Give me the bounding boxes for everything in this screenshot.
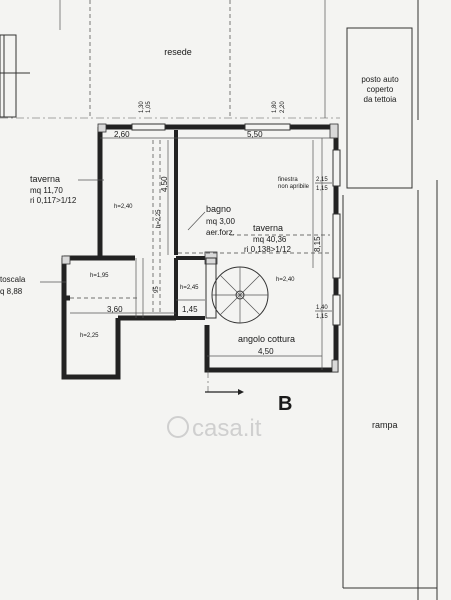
finestra-label-2: non apribile <box>278 184 310 190</box>
dim-window1-bottom: 1,05 <box>146 101 152 113</box>
carport-label-line2: coperto <box>367 85 394 94</box>
dim-window2-top: 1,80 <box>272 101 278 113</box>
taverna-main-name: taverna <box>253 223 283 233</box>
site-lines <box>0 0 438 600</box>
dim-finestra-bottom: 1,15 <box>316 186 328 192</box>
carport-label-line1: posto auto <box>361 75 399 84</box>
resede-label: resede <box>164 47 192 57</box>
height-labels: h=2,40 h=1,95 h=2,25 h=2,45 h=2,40 h=2,2… <box>80 204 295 339</box>
walls <box>61 124 339 380</box>
dim-260: 2,60 <box>114 130 130 139</box>
dim-window3-top: 1,40 <box>316 305 328 311</box>
interior-lines <box>70 140 330 318</box>
bagno-name: bagno <box>206 204 231 214</box>
spiral-staircase <box>205 257 269 324</box>
dim-450-horizontal: 4,50 <box>258 347 274 356</box>
dim-finestra-top: 2,15 <box>316 177 328 183</box>
taverna-left-mq: mq 11,70 <box>30 186 63 195</box>
bagno-aer: aer.forz. <box>206 228 235 237</box>
section-label: B <box>278 393 292 415</box>
dim-360: 3,60 <box>107 305 123 314</box>
taverna-left-ri: ri 0,117>1/12 <box>30 196 77 205</box>
windows <box>131 123 341 326</box>
height-sottoscala-bottom: h=2,25 <box>80 333 99 339</box>
height-sottoscala-top: h=1,95 <box>90 273 109 279</box>
dim-550: 5,50 <box>247 130 263 139</box>
sottoscala-name: toscala <box>0 275 26 284</box>
dim-815: 8,15 <box>313 236 322 252</box>
carport-label-line3: da tettoia <box>364 95 397 104</box>
rampa-label: rampa <box>372 420 398 430</box>
room-labels: taverna mq 11,70 ri 0,117>1/12 taverna m… <box>0 174 398 430</box>
dim-95: 95 <box>154 286 160 293</box>
finestra-label-1: finestra <box>278 177 298 183</box>
dim-145: 1,45 <box>182 305 198 314</box>
height-vertical: h=2,25 <box>156 209 162 228</box>
taverna-main-mq: mq 40,36 <box>253 235 287 244</box>
height-bagno: h=2,45 <box>180 285 199 291</box>
dimensions: 2,60 5,50 4,50 8,15 3,60 1,45 95 4,50 1,… <box>70 101 336 370</box>
dim-window1-top: 1,30 <box>139 101 145 113</box>
angolo-cottura-label: angolo cottura <box>238 334 295 344</box>
dim-450-vertical: 4,50 <box>160 176 169 192</box>
dim-window2-bottom: 2,20 <box>280 101 286 113</box>
taverna-main-ri: ri 0,138>1/12 <box>244 245 291 254</box>
neighbour-building <box>0 34 30 118</box>
height-taverna-main: h=2,40 <box>276 277 295 283</box>
wall-hatches <box>61 123 339 373</box>
height-taverna-left: h=2,40 <box>114 204 133 210</box>
watermark-text: casa.it <box>192 415 262 442</box>
dim-window3-bottom: 1,15 <box>316 314 328 320</box>
bagno-mq: mq 3,00 <box>206 217 235 226</box>
section-line: B <box>205 370 292 415</box>
sottoscala-mq: q 8,88 <box>0 287 23 296</box>
watermark: casa.it <box>167 415 262 442</box>
taverna-left-name: taverna <box>30 174 60 184</box>
carport: posto auto coperto da tettoia <box>346 27 413 189</box>
